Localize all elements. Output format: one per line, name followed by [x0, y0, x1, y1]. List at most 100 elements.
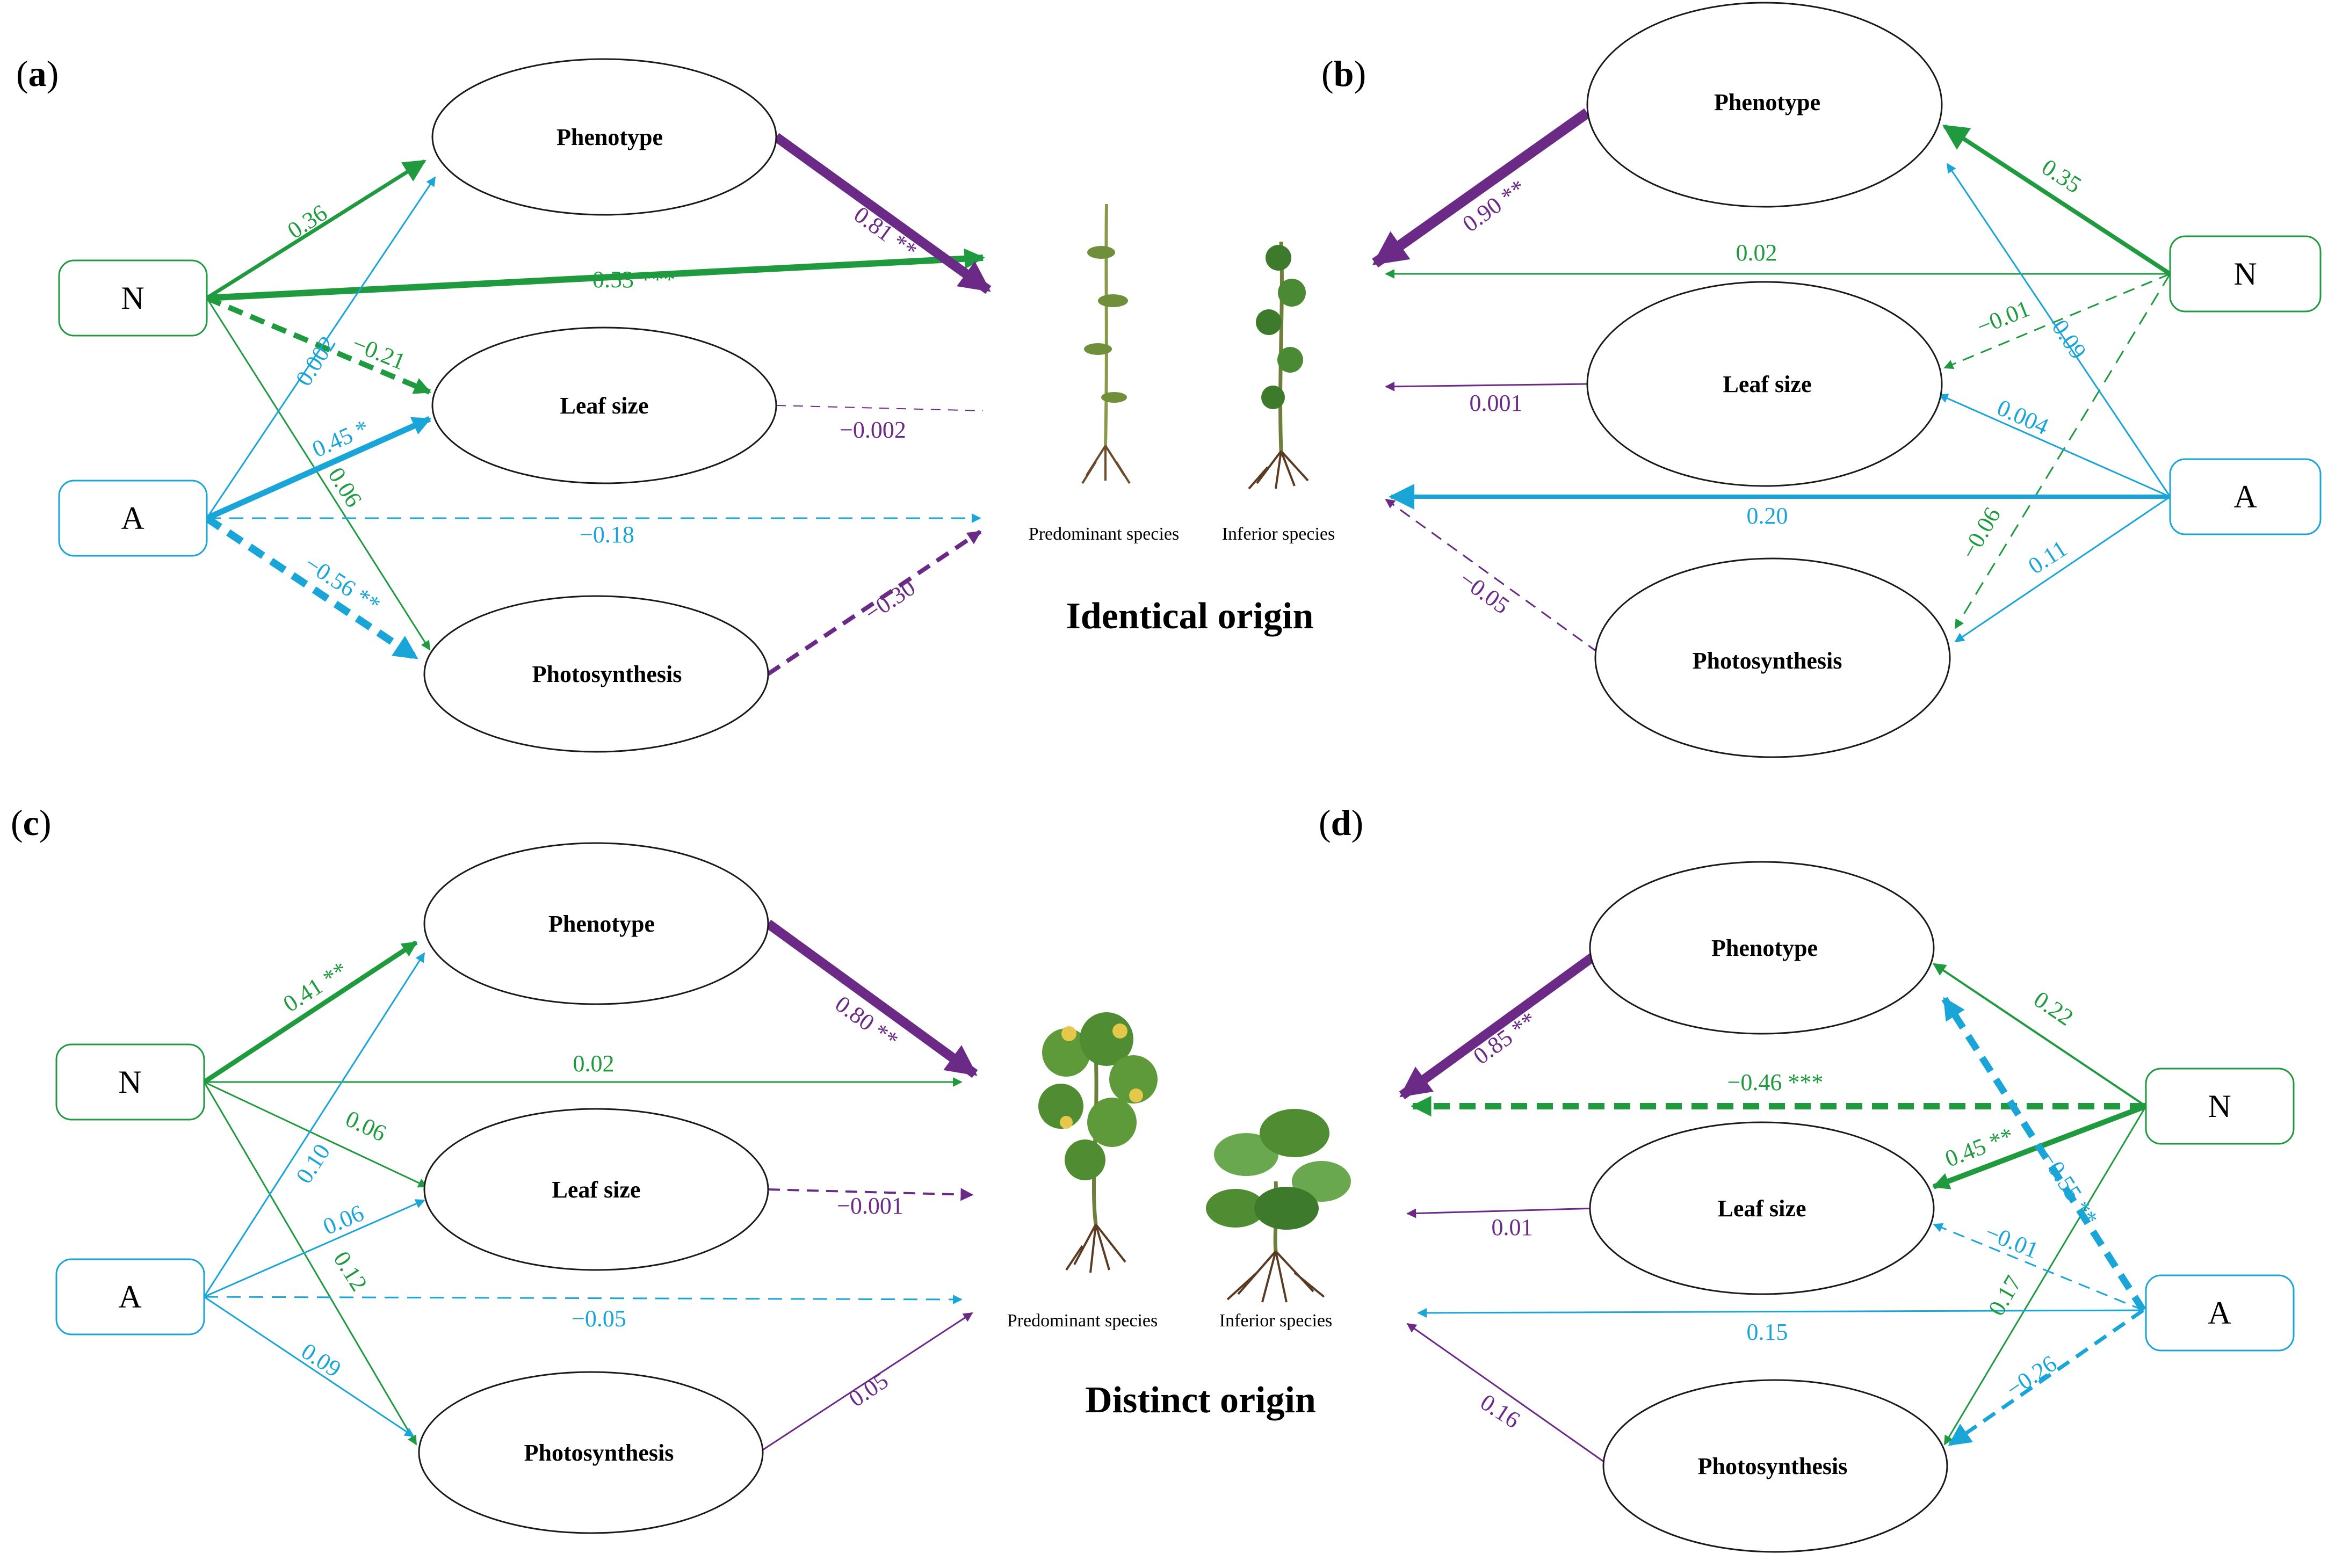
- coef-a-phenotype: 0.002: [291, 331, 341, 390]
- coef-n-target: 0.53 ***: [592, 266, 675, 293]
- path-a-leaf: [204, 1199, 425, 1298]
- coef-photo-target: 0.16: [1476, 1389, 1524, 1433]
- coef-n-leaf: 0.45 **: [1941, 1122, 2017, 1172]
- a-box: [2145, 1274, 2295, 1352]
- n-box-label: N: [2208, 1088, 2231, 1124]
- coef-photo-target: −0.30: [860, 574, 920, 627]
- panel-b: (b) Phenotype Leaf size Photosynthesis N…: [1321, 2, 2322, 758]
- path-phenotype-target: [773, 133, 992, 294]
- coef-photo-target: −0.05: [1455, 566, 1514, 619]
- coef-leaf-target: −0.001: [837, 1193, 903, 1219]
- panel-d: (d) Phenotype Leaf size Photosynthesis N…: [1319, 802, 2295, 1553]
- predominant-species-caption: Predominant species: [1007, 1311, 1158, 1331]
- path-n-phenotype: [1933, 963, 2147, 1107]
- coef-a-target: 0.20: [1747, 503, 1788, 529]
- coef-photo-target: 0.05: [844, 1367, 893, 1412]
- coef-n-target: 0.02: [1736, 239, 1777, 266]
- leaf-size-node: [1586, 281, 1943, 487]
- photosynthesis-node: [1594, 557, 1951, 758]
- panel-label: (c): [11, 802, 52, 843]
- path-n-phenotype: [203, 940, 418, 1084]
- photosynthesis-label: Photosynthesis: [1693, 648, 1842, 674]
- coef-a-phenotype: 0.10: [291, 1139, 335, 1188]
- plants-distinct-origin: Predominant species Inferior species Dis…: [1007, 1012, 1351, 1421]
- path-photo-target: [1406, 1323, 1607, 1464]
- n-box: [58, 259, 208, 337]
- leaf-size-node: [1589, 1121, 1935, 1295]
- inferior-species-caption: Inferior species: [1222, 524, 1335, 544]
- a-box-label: A: [121, 500, 144, 536]
- leaf-size-label: Leaf size: [552, 1177, 641, 1203]
- path-photo-target: [1385, 498, 1599, 654]
- path-n-photo: [1954, 273, 2171, 629]
- photosynthesis-node: [418, 1371, 764, 1534]
- plants-identical-origin: Predominant species Inferior species Ide…: [1029, 204, 1335, 637]
- phenotype-node: [1586, 2, 1943, 208]
- leaf-size-node: [431, 326, 777, 484]
- coef-n-phenotype: 0.36: [283, 199, 331, 244]
- path-photo-target: [762, 1312, 973, 1451]
- leaf-size-label: Leaf size: [560, 393, 649, 419]
- inferior-species-illustration: [1248, 241, 1309, 490]
- n-box: [2145, 1068, 2295, 1145]
- coef-a-leaf: 0.06: [319, 1200, 367, 1240]
- phenotype-label: Phenotype: [1714, 89, 1820, 115]
- n-box: [55, 1043, 205, 1121]
- coef-leaf-target: 0.001: [1470, 390, 1523, 416]
- panel-label: (b): [1321, 53, 1366, 94]
- path-phenotype-target: [1399, 949, 1601, 1100]
- coef-n-target: −0.46 ***: [1727, 1069, 1824, 1095]
- leaf-size-label: Leaf size: [1723, 371, 1812, 397]
- path-leaf-target: [776, 405, 984, 411]
- photosynthesis-label: Photosynthesis: [524, 1440, 674, 1466]
- path-n-leaf: [204, 1081, 428, 1188]
- path-a-photo: [1954, 496, 2171, 643]
- coef-n-photo: 0.17: [1983, 1271, 2027, 1320]
- path-n-phenotype: [1942, 124, 2172, 276]
- path-a-target: [1417, 1308, 2144, 1318]
- path-a-target: [204, 1294, 963, 1304]
- coef-n-photo: 0.12: [328, 1247, 372, 1296]
- path-phenotype-target: [765, 919, 978, 1078]
- path-n-phenotype: [206, 159, 426, 300]
- path-a-phenotype: [1946, 163, 2171, 497]
- leaf-size-label: Leaf size: [1718, 1195, 1806, 1222]
- path-n-target: [206, 248, 985, 301]
- inferior-species-caption: Inferior species: [1219, 1311, 1333, 1331]
- panel-label: (d): [1319, 802, 1363, 843]
- coef-n-photo: −0.06: [1956, 503, 2006, 563]
- coef-a-target: 0.15: [1747, 1319, 1788, 1345]
- coef-n-leaf: −0.01: [1973, 295, 2034, 340]
- coef-n-target: 0.02: [573, 1050, 615, 1077]
- coef-n-leaf: 0.06: [342, 1105, 390, 1146]
- coef-leaf-target: 0.01: [1492, 1214, 1533, 1240]
- path-leaf-target: [768, 1188, 974, 1201]
- a-box-label: A: [118, 1279, 141, 1315]
- origin-title: Identical origin: [1066, 596, 1314, 637]
- path-photo-target: [767, 529, 982, 676]
- path-a-phenotype: [203, 952, 425, 1297]
- path-n-leaf: [1943, 273, 2171, 369]
- phenotype-node: [423, 842, 769, 1005]
- path-n-photo: [203, 1081, 417, 1446]
- a-box: [2169, 458, 2322, 535]
- a-box: [58, 480, 208, 557]
- predominant-species-caption: Predominant species: [1029, 524, 1179, 544]
- origin-title: Distinct origin: [1085, 1380, 1316, 1421]
- phenotype-label: Phenotype: [1711, 935, 1818, 961]
- panel-c: (c) N A Phenotype Leaf size Photosynthes…: [11, 802, 978, 1534]
- coef-a-photo: 0.09: [297, 1338, 345, 1382]
- coef-n-photo: 0.06: [323, 463, 367, 512]
- predominant-species-illustration: [1038, 1012, 1158, 1273]
- path-phenotype-target: [1372, 108, 1591, 268]
- path-n-photo: [1943, 1106, 2147, 1446]
- coef-a-target: −0.05: [572, 1305, 626, 1332]
- path-n-leaf: [206, 295, 431, 395]
- panel-a: (a) N A Phenotype Leaf size Photosynthes…: [16, 53, 992, 753]
- path-leaf-target: [1385, 381, 1588, 391]
- path-a-photo: [205, 515, 418, 661]
- panel-label: (a): [16, 53, 59, 94]
- path-a-phenotype: [1941, 997, 2146, 1312]
- photosynthesis-node: [423, 595, 769, 753]
- path-a-photo: [1948, 1309, 2144, 1446]
